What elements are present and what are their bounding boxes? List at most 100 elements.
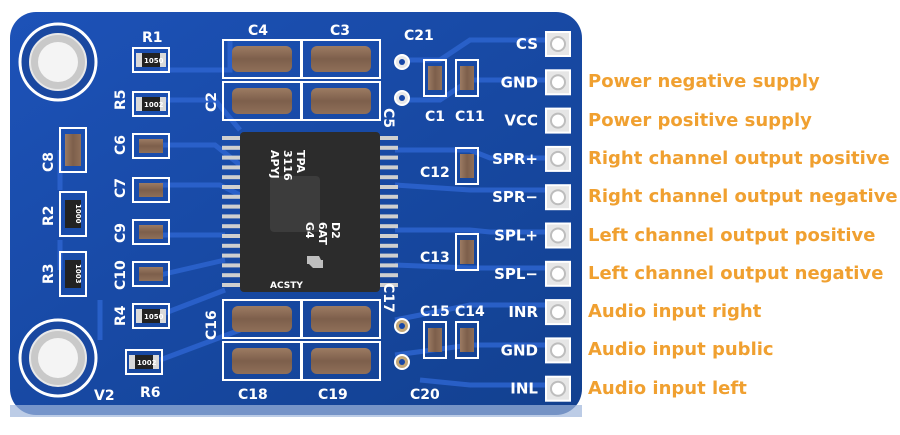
chip-pin-left <box>222 214 242 219</box>
chip-pin-right <box>378 263 398 268</box>
chip-pin-right <box>378 175 398 180</box>
label-c14: C14 <box>455 304 485 320</box>
label-c19: C19 <box>318 387 348 403</box>
resistor-code-r4: 1050 <box>144 313 164 321</box>
pin-header: CS GND VCC SPR+ SPR− SPL+ SPL− INR GND INL <box>492 31 571 402</box>
ic-chip <box>222 132 398 292</box>
pin-description: Audio input public <box>588 339 774 361</box>
label-c6: C6 <box>113 135 129 155</box>
label-c10: C10 <box>113 260 129 290</box>
label-c18: C18 <box>238 387 268 403</box>
pin-description: Power positive supply <box>588 109 812 131</box>
pin-label: INL <box>510 380 538 398</box>
label-c1: C1 <box>425 109 445 125</box>
resistor-code-r5: 1002 <box>144 101 164 109</box>
pin-label: GND <box>501 341 538 359</box>
chip-pin-left <box>222 145 242 150</box>
chip-pin-left <box>222 194 242 199</box>
resistor-code-r3: 1003 <box>74 264 82 284</box>
label-c15: C15 <box>420 304 450 320</box>
pin-label: SPL− <box>494 265 538 283</box>
resistor-code-r2: 1000 <box>74 204 82 224</box>
header-pin-hole <box>550 342 566 359</box>
chip-pin-right <box>378 185 398 189</box>
pin-description: Power negative supply <box>588 71 820 93</box>
chip-pin-right <box>378 253 398 258</box>
chip-pin-left <box>222 204 242 209</box>
label-v2: V2 <box>94 388 115 404</box>
header-pin-hole <box>550 74 566 91</box>
chip-pin-left <box>222 185 242 189</box>
pin-label: SPR− <box>492 188 538 206</box>
pcb-edge <box>10 405 582 417</box>
label-c9: C9 <box>113 223 129 243</box>
mounting-hole-bottom <box>18 318 98 398</box>
label-c20: C20 <box>410 387 440 403</box>
header-pin-hole <box>550 36 566 52</box>
header-pin-hole <box>550 150 566 167</box>
pin-description: Right channel output positive <box>588 147 890 169</box>
chip-pin-right <box>378 194 398 199</box>
chip-pin-left <box>222 155 242 160</box>
vias <box>394 54 410 370</box>
pin-label: VCC <box>504 112 538 130</box>
label-r4: R4 <box>113 305 129 326</box>
label-c5: C5 <box>380 108 396 128</box>
chip-marking-2: 3116 <box>281 150 294 181</box>
chip-pin-left <box>222 283 242 287</box>
chip-pin-right <box>378 204 398 209</box>
left-components <box>59 47 170 375</box>
chip-pin-left <box>222 224 242 229</box>
label-c12: C12 <box>420 165 450 181</box>
chip-pin-right <box>378 283 398 287</box>
header-pin-hole <box>550 112 566 129</box>
label-r1: R1 <box>142 30 163 46</box>
header-pin-hole <box>550 380 566 397</box>
header-pin-hole <box>550 304 566 321</box>
pin-description: Left channel output negative <box>588 262 884 284</box>
pin-description: Audio input left <box>588 377 747 399</box>
chip-pin-left <box>222 253 242 258</box>
label-c17: C17 <box>380 283 396 313</box>
label-c11: C11 <box>455 109 485 125</box>
chip-marking-6: G4 <box>303 222 316 239</box>
label-r6: R6 <box>140 385 161 401</box>
header-pin-hole <box>550 189 566 206</box>
chip-pin-right <box>378 165 398 170</box>
label-c7: C7 <box>113 178 129 198</box>
chip-bottom-text: ACSTY <box>270 281 303 291</box>
resistor-codes: 1050 1002 1000 1003 1050 1002 <box>74 57 164 367</box>
pin-label: GND <box>501 73 538 91</box>
top-capacitors <box>222 39 381 121</box>
label-c16: C16 <box>204 310 220 340</box>
chip-pin-left <box>222 175 242 180</box>
bottom-capacitors <box>222 299 381 381</box>
chip-pin-left <box>222 165 242 170</box>
chip-marking-1: TPA <box>294 150 307 174</box>
pin-label: INR <box>508 303 538 321</box>
pin-label: CS <box>516 35 538 53</box>
chip-marking-3: APYJ <box>268 150 281 179</box>
pin-description: Left channel output positive <box>588 224 876 246</box>
right-capacitors <box>423 59 479 359</box>
chip-pin-right <box>378 273 398 278</box>
label-r3: R3 <box>41 263 57 284</box>
silkscreen-labels: R1 R5 C6 C8 C7 R2 C9 R3 C10 R4 R6 V2 C4 … <box>41 23 485 404</box>
label-c21: C21 <box>404 28 434 44</box>
pin-description: Audio input right <box>588 301 762 323</box>
chip-pin-right <box>378 145 398 150</box>
ti-logo-icon <box>307 256 323 268</box>
chip-pin-right <box>378 155 398 160</box>
chip-pin-right <box>378 234 398 238</box>
label-r2: R2 <box>41 205 57 226</box>
label-c8: C8 <box>41 152 57 172</box>
pin-label: SPR+ <box>492 150 538 168</box>
label-c3: C3 <box>330 23 350 39</box>
chip-pin-right <box>378 214 398 219</box>
pin-label: SPL+ <box>494 227 538 245</box>
chip-pin-left <box>222 243 242 248</box>
pin-description: Right channel output negative <box>588 186 898 208</box>
chip-pin-right <box>378 224 398 229</box>
header-pin-hole <box>550 265 566 282</box>
